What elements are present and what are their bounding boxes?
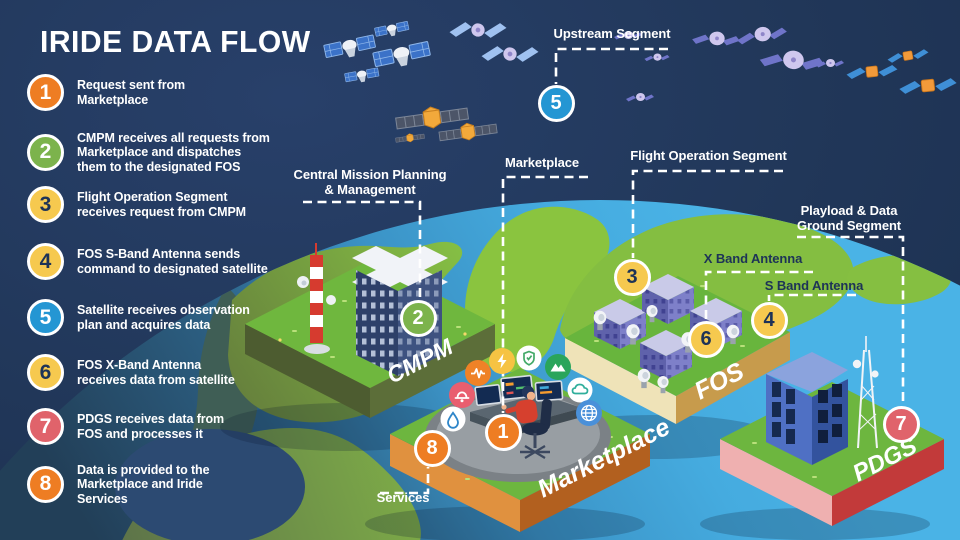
connector-x-band — [704, 270, 813, 320]
step-item-3: 3 Flight Operation Segment receives requ… — [27, 186, 327, 223]
step-badge-3: 3 — [27, 186, 64, 223]
map-marker-1: 1 — [484, 413, 522, 451]
pulse-icon — [465, 360, 491, 386]
dashed-connectors — [303, 47, 905, 495]
label-s-band-antenna: S Band Antenna — [764, 278, 864, 293]
label-payload-ground: Playload & Data Ground Segment — [796, 203, 902, 233]
step-item-2: 2 CMPM receives all requests from Market… — [27, 131, 327, 174]
step-item-6: 6 FOS X-Band Antenna receives data from … — [27, 354, 327, 391]
pdgs-tower — [852, 336, 879, 449]
connector-marketplace — [501, 175, 588, 413]
step-text-6: FOS X-Band Antenna receives data from sa… — [77, 358, 235, 387]
step-text-1: Request sent from Marketplace — [77, 78, 186, 107]
marketplace-service-icons — [440, 345, 602, 432]
connector-cmpm — [303, 200, 422, 299]
step-badge-8: 8 — [27, 465, 64, 503]
cloud-icon — [567, 377, 593, 403]
lightning-icon — [489, 348, 515, 374]
operator-person — [501, 385, 538, 424]
step-text-3: Flight Operation Segment receives reques… — [77, 190, 246, 219]
step-badge-6: 6 — [27, 354, 64, 391]
connector-s-band — [767, 293, 856, 301]
page-title: IRIDE DATA FLOW — [40, 24, 311, 59]
label-marketplace: Marketplace — [504, 155, 580, 170]
office-chair — [520, 398, 552, 459]
monitors — [474, 374, 564, 407]
step-item-7: 7 PDGS receives data from FOS and proces… — [27, 408, 327, 445]
globe-icon — [576, 400, 602, 426]
map-marker-6: 6 — [687, 320, 725, 358]
step-badge-2: 2 — [27, 133, 64, 171]
pdgs-platform: PDGS — [720, 336, 944, 526]
step-badge-5: 5 — [27, 299, 64, 336]
step-item-4: 4 FOS S-Band Antenna sends command to de… — [27, 243, 327, 280]
step-item-5: 5 Satellite receives observation plan an… — [27, 299, 327, 336]
step-badge-7: 7 — [27, 408, 64, 445]
map-marker-8: 8 — [413, 429, 451, 467]
connector-payload-ground — [797, 235, 905, 405]
label-central-mission: Central Mission Planning & Management — [293, 167, 447, 197]
step-item-1: 1 Request sent from Marketplace — [27, 74, 327, 111]
cmpm-platform: CMPM — [245, 243, 495, 418]
shield-check-icon — [516, 345, 542, 371]
step-badge-4: 4 — [27, 243, 64, 280]
label-x-band-antenna: X Band Antenna — [703, 251, 803, 266]
label-upstream-segment: Upstream Segment — [553, 26, 671, 41]
map-marker-7: 7 — [882, 405, 920, 443]
water-drop-icon — [440, 406, 466, 432]
mountains-icon — [545, 354, 571, 380]
connector-flight-ops — [631, 169, 783, 258]
step-text-8: Data is provided to the Marketplace and … — [77, 463, 210, 506]
step-text-7: PDGS receives data from FOS and processe… — [77, 412, 225, 441]
connector-upstream — [554, 47, 668, 84]
step-text-4: FOS S-Band Antenna sends command to desi… — [77, 247, 268, 276]
step-text-5: Satellite receives observation plan and … — [77, 303, 250, 332]
map-marker-4: 4 — [750, 301, 788, 339]
step-item-8: 8 Data is provided to the Marketplace an… — [27, 463, 327, 506]
step-text-2: CMPM receives all requests from Marketpl… — [77, 131, 270, 174]
connector-services — [380, 467, 430, 495]
label-services: Services — [376, 490, 430, 505]
telecom-tower — [297, 243, 336, 354]
label-flight-operation: Flight Operation Segment — [630, 148, 787, 163]
map-marker-2: 2 — [399, 299, 437, 337]
map-marker-3: 3 — [613, 258, 651, 296]
map-marker-5: 5 — [537, 84, 575, 122]
step-badge-1: 1 — [27, 74, 64, 111]
bell-icon — [449, 382, 475, 408]
pdgs-building — [766, 352, 848, 465]
